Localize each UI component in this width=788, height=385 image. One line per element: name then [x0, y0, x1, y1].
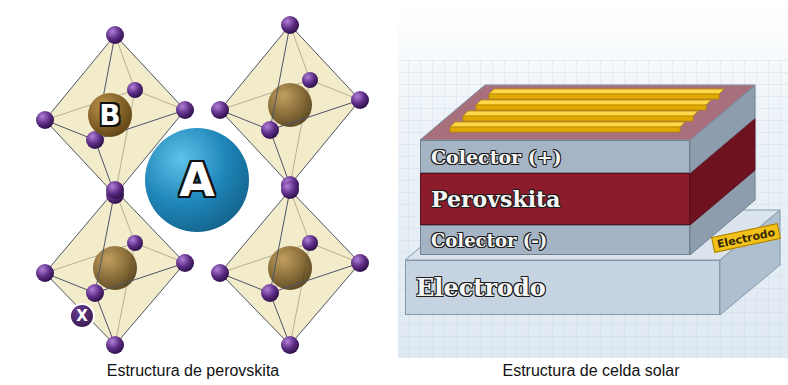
finger-front	[463, 116, 693, 121]
x-sphere	[281, 336, 299, 354]
x-site-atom: X	[69, 303, 95, 329]
x-sphere	[211, 264, 229, 282]
octahedron-face	[220, 190, 360, 345]
x-site-spheres	[36, 16, 369, 354]
collector-top-face	[420, 85, 755, 140]
x-sphere	[281, 16, 299, 34]
x-sphere	[127, 82, 143, 98]
x-sphere	[261, 284, 279, 302]
contact-fingers	[450, 89, 724, 132]
finger-top	[476, 100, 711, 105]
x-sphere	[302, 72, 318, 88]
x-sphere	[127, 235, 143, 251]
octahedron	[220, 190, 360, 345]
x-sphere	[176, 101, 194, 119]
a-site-atom: A	[145, 128, 249, 232]
node-text: Colector (+)	[431, 146, 562, 168]
finger-front	[476, 105, 706, 110]
x-sphere	[351, 254, 369, 272]
electrode-layer: Electrodo	[405, 260, 720, 315]
x-sphere	[36, 111, 54, 129]
perovskite-layer: Perovskita	[420, 173, 690, 225]
b-site-atom: B	[88, 93, 132, 137]
finger-top	[463, 111, 698, 116]
octahedron-edge	[220, 190, 360, 345]
x-sphere	[106, 336, 124, 354]
x-sphere	[302, 235, 318, 251]
floor	[398, 0, 788, 358]
x-sphere	[86, 284, 104, 302]
finger-front	[450, 127, 680, 132]
collector-layer: Colector (+)	[420, 140, 690, 173]
node-text: Colector (-)	[431, 230, 547, 251]
x-sphere	[281, 181, 299, 199]
node-text: Electrodo	[416, 273, 546, 302]
finger-top	[450, 122, 685, 127]
node-text: X	[76, 307, 88, 325]
floor-grid	[398, 60, 788, 358]
node-text: A	[179, 153, 215, 207]
finger-front	[489, 94, 719, 99]
x-sphere	[351, 91, 369, 109]
x-sphere	[36, 264, 54, 282]
x-sphere	[211, 101, 229, 119]
octahedron-back-edge	[220, 190, 360, 345]
caption-text: Estructura de perovskita	[23, 362, 363, 380]
collector-layer: Colector (-)	[420, 225, 690, 255]
x-sphere	[106, 181, 124, 199]
x-sphere	[176, 254, 194, 272]
x-sphere	[106, 26, 124, 44]
collector-top-glass	[420, 85, 755, 140]
caption-text: Estructura de celda solar	[421, 362, 761, 380]
finger-top	[489, 89, 724, 94]
node-text: B	[99, 99, 120, 132]
node-text: Perovskita	[431, 186, 560, 212]
x-sphere	[261, 121, 279, 139]
